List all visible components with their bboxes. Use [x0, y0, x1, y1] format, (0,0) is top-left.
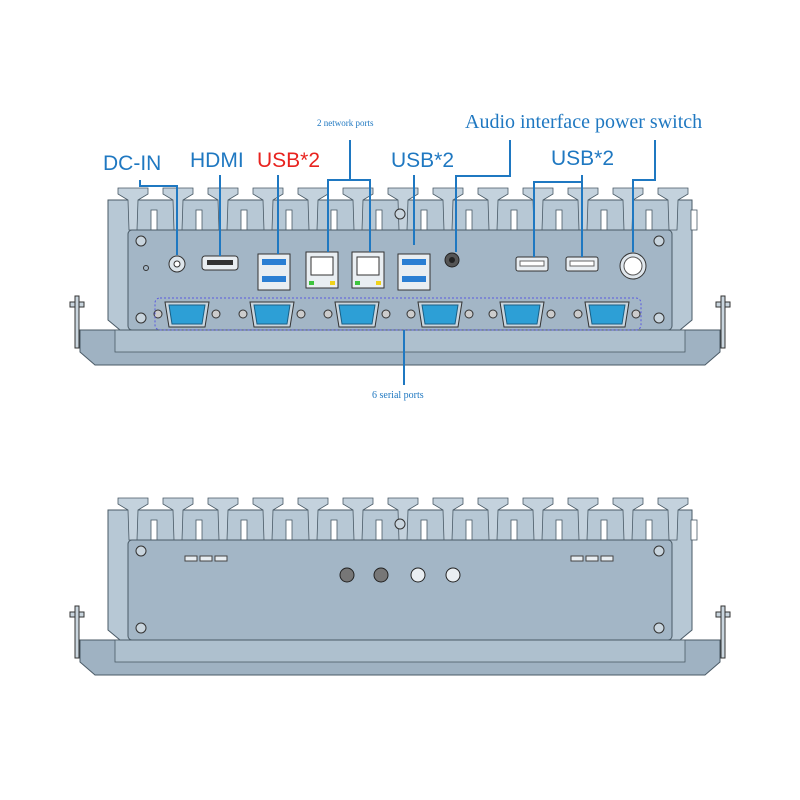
leader-lines: [139, 140, 656, 385]
rj45-port-1: [305, 251, 339, 289]
usb-port-stack-2: [397, 253, 431, 291]
label-serial-ports: 6 serial ports: [372, 390, 424, 401]
label-dc-in: DC-IN: [103, 152, 162, 175]
label-audio-power-switch: Audio interface power switch: [465, 111, 703, 133]
serial-ports: [153, 301, 641, 328]
label-hdmi: HDMI: [190, 149, 244, 172]
label-usb-middle: USB*2: [391, 149, 455, 172]
hdmi-port: [201, 255, 239, 271]
serial-port-6: [573, 301, 641, 328]
rear-view: [69, 497, 731, 676]
serial-port-2: [238, 301, 306, 328]
dc-in-port: [168, 255, 186, 273]
label-usb-front: USB*2: [257, 149, 321, 172]
power-switch: [619, 252, 647, 280]
serial-port-5: [488, 301, 556, 328]
serial-port-1: [153, 301, 221, 328]
usb-port-stack-1: [257, 253, 291, 291]
front-io-view: [69, 140, 731, 385]
usb-port-right-2: [565, 256, 599, 272]
serial-port-3: [323, 301, 391, 328]
audio-jack: [444, 252, 460, 268]
label-network-ports: 2 network ports: [317, 118, 374, 128]
label-usb-right: USB*2: [551, 147, 615, 170]
serial-port-4: [406, 301, 474, 328]
usb-port-right-1: [515, 256, 549, 272]
rj45-port-2: [351, 251, 385, 289]
